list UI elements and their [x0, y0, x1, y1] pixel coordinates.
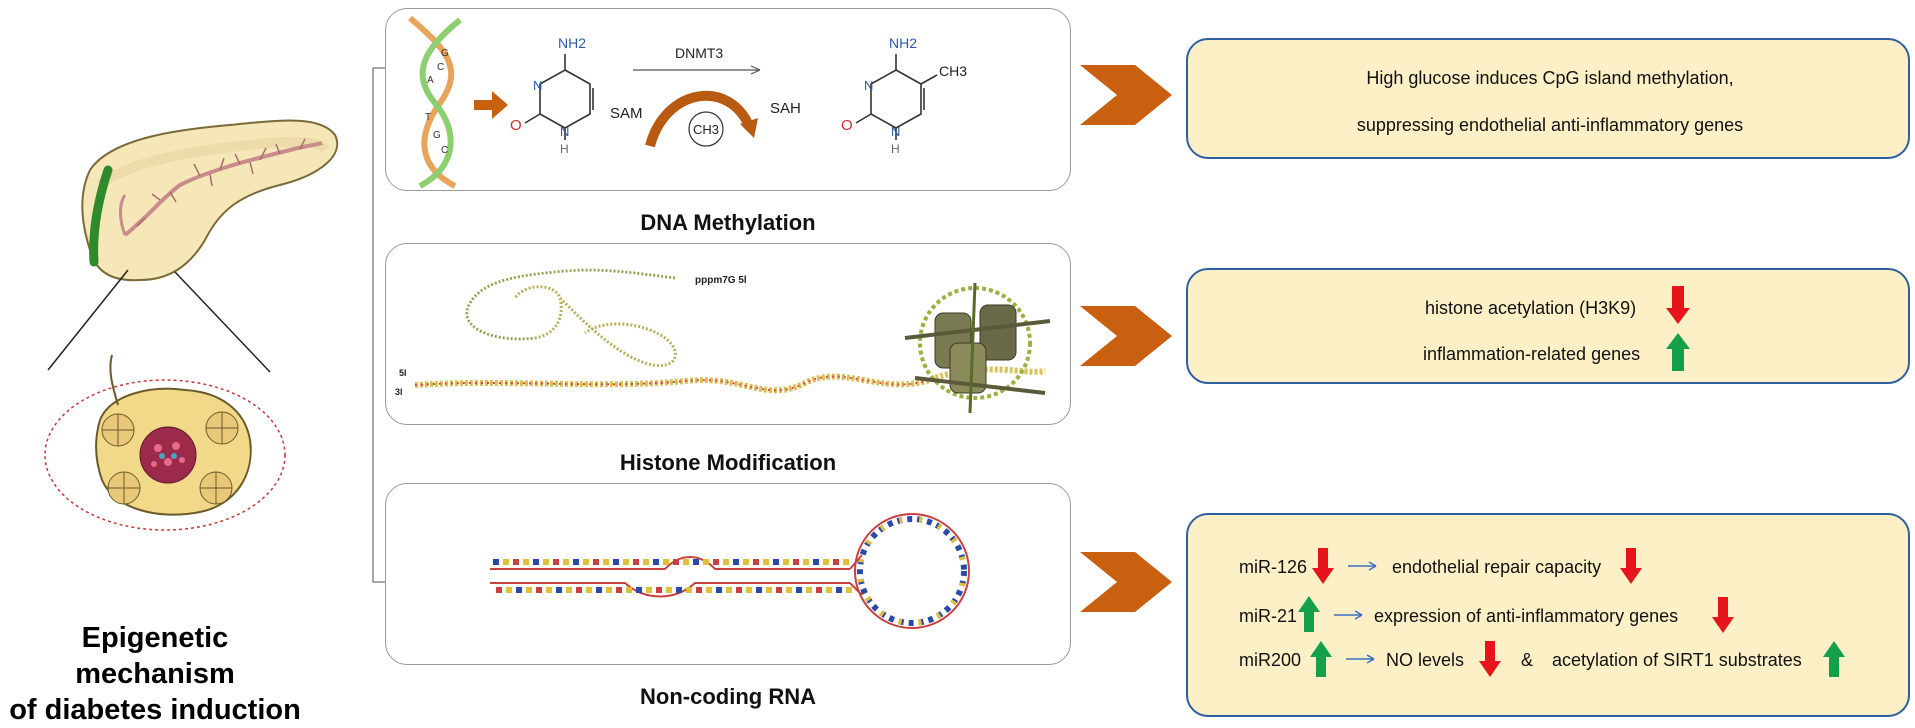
connector-label: & [1521, 650, 1534, 670]
helix-base-label: G [441, 48, 449, 59]
up-arrow-icon [1298, 596, 1320, 632]
mir-21-effect: expression of anti-inflammatory genes [1374, 606, 1679, 626]
mir-200-label: miR200 [1239, 650, 1302, 670]
mir-21-label: miR-21 [1239, 606, 1298, 626]
panel-non-coding-rna [385, 483, 1071, 665]
bracket-line [372, 67, 385, 583]
panel-label-ncrna: Non-coding RNA [640, 684, 816, 709]
main-title: Epigenetic mechanism of diabetes inducti… [0, 620, 310, 728]
up-arrow-icon [1666, 333, 1690, 371]
cap-marker-label: pppm7G 5l [695, 275, 747, 286]
down-arrow-icon [1479, 641, 1501, 677]
n-label: N [533, 78, 542, 93]
result-dna-line2: suppressing endothelial anti-inflammator… [1356, 115, 1744, 135]
chevron-arrow-icon [1080, 552, 1172, 612]
panel-label-histone: Histone Modification [619, 450, 837, 475]
up-arrow-icon [1310, 641, 1332, 677]
nucleosome-icon [904, 282, 1051, 414]
chevron-arrow-icon [1080, 306, 1172, 366]
ch3-label: CH3 [939, 63, 967, 79]
pancreas-illustration [44, 119, 338, 531]
result-box-histone: histone acetylation (H3K9) inflammation-… [1186, 268, 1910, 384]
result-histone-line2: inflammation-related genes [1423, 344, 1641, 364]
five-prime-label: 5l [399, 368, 407, 378]
main-title-line2: of diabetes induction [9, 694, 301, 726]
ch3-label: CH3 [693, 122, 719, 137]
arrow-icon [474, 91, 508, 119]
helix-base-label: A [427, 75, 434, 86]
helix-base-label: C [437, 62, 444, 73]
h-label: H [560, 142, 569, 156]
nh2-label: NH2 [558, 35, 586, 51]
down-arrow-icon [1712, 597, 1734, 633]
down-arrow-icon [1620, 548, 1642, 584]
result-histone-line1: histone acetylation (H3K9) [1425, 298, 1637, 318]
helix-base-label: G [433, 130, 441, 141]
panel-label-dna: DNA Methylation [640, 210, 816, 235]
mir-200-effect: NO levels [1386, 650, 1465, 670]
h-label: H [891, 142, 900, 156]
right-arrow-icon [1346, 654, 1375, 664]
n-label: N [864, 78, 873, 93]
nh2-label: NH2 [889, 35, 917, 51]
histone-scheme: pppm7G 5l 5l 3l [395, 268, 1051, 414]
n-label: N [891, 124, 900, 139]
sam-label: SAM [610, 105, 643, 122]
n-label: N [560, 124, 569, 139]
right-arrow-icon [1334, 610, 1363, 620]
dna-methylation-scheme: G C A T G C NH2 N O N H DNMT3 SAM SAH CH… [408, 15, 967, 189]
up-arrow-icon [1823, 641, 1845, 677]
right-arrow-icon [1348, 561, 1377, 571]
mir-200-effect2: acetylation of SIRT1 substrates [1552, 650, 1802, 670]
o-label: O [510, 117, 522, 134]
three-prime-label: 3l [395, 387, 403, 397]
result-dna-line1: High glucose induces CpG island methylat… [1366, 68, 1734, 88]
o-label: O [841, 117, 853, 134]
chevron-arrow-icon [1080, 65, 1172, 125]
down-arrow-icon [1312, 548, 1334, 584]
helix-base-label: T [425, 112, 431, 123]
ncrna-hairpin [490, 513, 970, 629]
sah-label: SAH [770, 100, 801, 117]
mir-126-label: miR-126 [1239, 557, 1308, 577]
down-arrow-icon [1666, 286, 1690, 324]
main-title-line1: Epigenetic mechanism [75, 622, 235, 690]
helix-base-label: C [441, 145, 448, 156]
enzyme-label: DNMT3 [675, 45, 723, 61]
result-box-dna: High glucose induces CpG island methylat… [1186, 38, 1910, 159]
result-box-ncrna: miR-126 endothelial repair capacity miR-… [1186, 513, 1910, 717]
mir-126-effect: endothelial repair capacity [1392, 557, 1602, 577]
